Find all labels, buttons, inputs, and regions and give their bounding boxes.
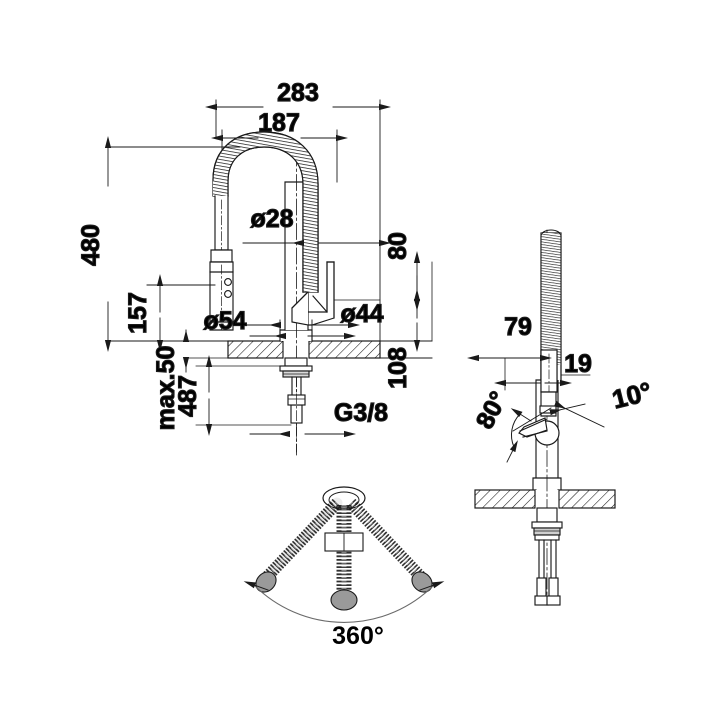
plan-collar — [324, 532, 364, 552]
dim-108-label: 108 — [384, 347, 412, 389]
side-elevation-view: 79 19 80° — [467, 229, 655, 606]
dim-80deg-label: 80° — [471, 387, 513, 434]
dim-157 — [146, 274, 216, 352]
dim-dia28-label: ø28 — [250, 205, 293, 233]
dim-dia54-label: ø54 — [203, 307, 246, 335]
plan-hose-centre — [330, 505, 358, 611]
plan-hose-right — [346, 498, 433, 593]
dim-thread-label: G3/8 — [334, 399, 388, 427]
dim-487-label: 487 — [174, 375, 202, 417]
dim-283 — [205, 99, 391, 342]
dim-10deg — [549, 400, 605, 428]
plan-swivel-view — [243, 486, 445, 623]
dim-80deg — [506, 407, 552, 463]
dim-480-label: 480 — [77, 224, 105, 266]
dim-187-label: 187 — [258, 109, 300, 137]
mounting-assembly — [279, 357, 313, 453]
dim-79-label: 79 — [504, 313, 532, 341]
plan-pivot-cap — [322, 486, 366, 510]
dim-max50-label: max.50 — [152, 346, 180, 431]
dim-283-label: 283 — [277, 79, 319, 107]
spray-head — [209, 195, 234, 331]
dim-360deg-label: 360° — [332, 622, 384, 650]
front-elevation-view: 283 187 480 — [76, 78, 433, 456]
lever-handle — [291, 261, 335, 326]
dim-19-label: 19 — [564, 350, 592, 378]
dim-480 — [104, 136, 241, 352]
countertop-section — [107, 340, 433, 359]
dim-dia44-label: ø44 — [340, 300, 383, 328]
dim-187 — [211, 129, 348, 183]
side-coil-hose — [540, 229, 562, 393]
side-mounting-assembly — [531, 507, 563, 606]
dim-487 — [195, 355, 292, 436]
side-countertop-section — [474, 489, 616, 509]
dim-10deg-label: 10° — [609, 376, 654, 415]
dim-108 — [413, 261, 433, 352]
dim-19 — [494, 357, 591, 391]
dim-dia44 — [249, 299, 381, 340]
dim-79 — [467, 351, 552, 367]
dim-157-label: 157 — [124, 292, 152, 334]
plan-swivel-arc — [243, 581, 445, 623]
dim-80-label: 80 — [384, 232, 412, 260]
plan-hose-left — [255, 497, 343, 593]
dim-dia54 — [242, 319, 360, 331]
